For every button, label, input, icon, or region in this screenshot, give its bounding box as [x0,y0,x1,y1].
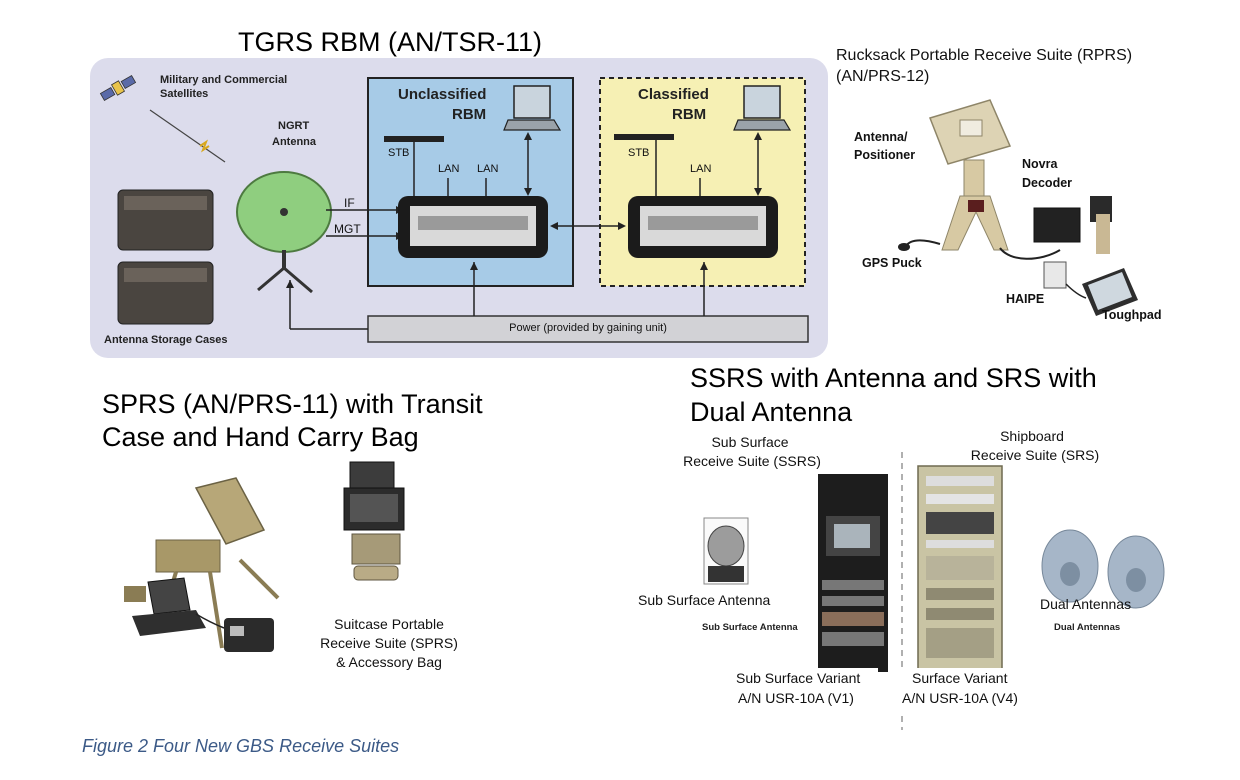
stb-bar [384,136,444,142]
sub-surface-antenna-label: Sub Surface Antenna [638,592,771,608]
lan-label: LAN [690,163,712,175]
suitcase-label-2: Receive Suite (SPRS) [320,635,458,651]
transit-case-icon [343,461,405,565]
unclassified-label-1: Unclassified [398,86,487,103]
sub-surface-antenna-icon [703,517,749,585]
antenna-positioner-label-1: Antenna/ [854,130,908,144]
sub-surface-antenna-small-label: Sub Surface Antenna [702,622,798,633]
satellites-label-1: Military and Commercial [160,74,288,86]
sub-surface-variant-label-2: A/N USR-10A (V1) [738,690,854,706]
rprs-title-2: (AN/PRS-12) [836,68,930,85]
shipboard-rack-icon [917,465,1003,677]
laptop-icon [503,85,562,131]
ngrt-label-1: NGRT [278,120,310,132]
shipboard-label-1: Shipboard [1000,428,1064,444]
surface-variant-label-1: Surface Variant [912,670,1008,686]
haipe-icon [1043,261,1067,289]
hand-carry-bag-icon [353,565,399,581]
lan-label: LAN [477,163,499,175]
sub-surface-label-2: Receive Suite (SSRS) [683,453,821,469]
rprs-antenna-icon [929,99,1012,251]
shipboard-label-2: Receive Suite (SRS) [970,447,1100,463]
sprs-receiver-icon [224,618,274,652]
storage-case-icon [117,261,214,325]
classified-label-2: RBM [672,106,707,123]
tgrs-title: TGRS RBM (AN/TSR-11) [238,27,543,57]
stb-label: STB [628,147,650,159]
classified-rbm-device [628,196,778,258]
storage-case-icon [117,189,214,251]
classified-label-1: Classified [638,86,709,103]
signal-line [149,109,226,163]
sprs-laptop-icon [132,577,206,636]
ssrs-title-1: SSRS with Antenna and SRS with [690,363,1097,393]
suitcase-label-1: Suitcase Portable [334,616,444,632]
ssrs-title-2: Dual Antenna [690,397,853,427]
figure-caption: Figure 2 Four New GBS Receive Suites [82,736,400,756]
toughpad-icon [1082,268,1138,316]
dual-antennas-icon [1041,529,1165,609]
sub-surface-variant-label-1: Sub Surface Variant [736,670,861,686]
sprs-title-1: SPRS (AN/PRS-11) with Transit [102,389,483,419]
toughpad-label: Toughpad [1102,308,1162,322]
surface-variant-label-2: A/N USR-10A (V4) [902,690,1018,706]
lan-label: LAN [438,163,460,175]
satellite-icon [99,74,137,102]
power-label: Power (provided by gaining unit) [509,322,667,334]
rprs-title-1: Rucksack Portable Receive Suite (RPRS) [836,47,1133,64]
satellites-label-2: Satellites [160,88,209,100]
if-label: IF [344,196,355,210]
haipe-label: HAIPE [1006,292,1045,306]
novra-label-2: Decoder [1022,176,1073,190]
lightning-icon [199,139,210,153]
novra-label-1: Novra [1022,157,1058,171]
dual-antennas-small-label: Dual Antennas [1054,622,1121,633]
stb-bar [614,134,674,140]
sprs-antenna-icon [124,477,280,649]
sub-surface-label-1: Sub Surface [711,434,789,450]
gps-puck-label: GPS Puck [862,256,922,270]
storage-cases-label: Antenna Storage Cases [104,334,228,346]
laptop-icon [733,85,792,131]
gps-puck-icon [898,243,910,251]
mgt-label: MGT [334,222,361,236]
stb-label: STB [388,147,410,159]
sub-surface-rack-icon [818,474,888,672]
ngrt-antenna-icon [236,171,332,294]
sprs-title-2: Case and Hand Carry Bag [102,422,419,452]
suitcase-label-3: & Accessory Bag [336,654,442,670]
novra-decoder-icon [1033,196,1112,254]
antenna-positioner-label-2: Positioner [854,148,916,162]
unclassified-rbm-device [398,196,548,258]
unclassified-label-2: RBM [452,106,487,123]
power-bar [367,315,809,343]
dual-antennas-label: Dual Antennas [1040,596,1132,612]
ngrt-label-2: Antenna [272,136,316,148]
